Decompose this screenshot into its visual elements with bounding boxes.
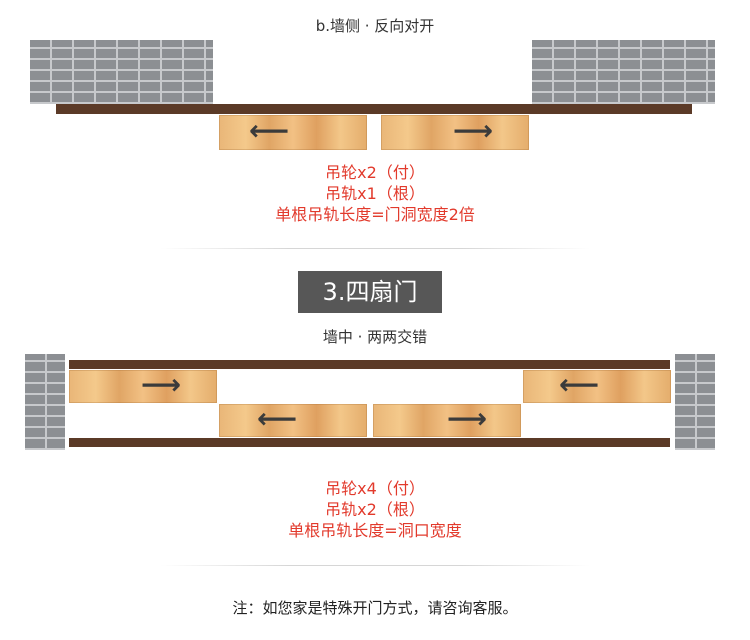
arrow-right-icon: ⟶ bbox=[141, 368, 182, 401]
right-wall bbox=[532, 40, 715, 104]
section-3-caption: 墙中 · 两两交错 bbox=[322, 328, 428, 346]
upper-rail bbox=[69, 360, 670, 369]
door-panel-inner-left: ⟵ bbox=[219, 404, 367, 437]
arrow-left-icon: ⟵ bbox=[249, 114, 290, 147]
door-panel-inner-right: ⟶ bbox=[373, 404, 521, 437]
door-panel-left: ⟵ bbox=[219, 115, 367, 150]
note-hanger-wheels: 吊轮x2（付） bbox=[325, 163, 425, 182]
arrow-left-icon: ⟵ bbox=[559, 368, 600, 401]
left-wall bbox=[30, 40, 213, 104]
door-panel-outer-right: ⟵ bbox=[523, 370, 671, 403]
note-rails: 吊轨x2（根） bbox=[325, 500, 425, 519]
arrow-right-icon: ⟶ bbox=[447, 402, 488, 435]
divider-bottom bbox=[160, 565, 590, 566]
section-b-notes: 吊轮x2（付） 吊轨x1（根） 单根吊轨长度=门洞宽度2倍 bbox=[0, 162, 750, 225]
top-rail bbox=[56, 104, 692, 114]
right-wall-post bbox=[675, 354, 715, 450]
left-wall-post bbox=[25, 354, 65, 450]
note-rail-length: 单根吊轨长度=洞口宽度 bbox=[288, 521, 462, 540]
note-rail-length: 单根吊轨长度=门洞宽度2倍 bbox=[275, 205, 475, 224]
divider-top bbox=[160, 248, 590, 249]
section-3-title: 3.四扇门 bbox=[298, 271, 442, 313]
section-b-caption: b.墙侧 · 反向对开 bbox=[315, 17, 435, 35]
door-panel-right: ⟶ bbox=[381, 115, 529, 150]
note-rails: 吊轨x1（根） bbox=[325, 184, 425, 203]
note-hanger-wheels: 吊轮x4（付） bbox=[325, 479, 425, 498]
arrow-right-icon: ⟶ bbox=[453, 114, 494, 147]
section-3-notes: 吊轮x4（付） 吊轨x2（根） 单根吊轨长度=洞口宽度 bbox=[0, 478, 750, 541]
lower-rail bbox=[69, 438, 670, 447]
arrow-left-icon: ⟵ bbox=[257, 402, 298, 435]
door-panel-outer-left: ⟶ bbox=[69, 370, 217, 403]
footer-note: 注：如您家是特殊开门方式，请咨询客服。 bbox=[232, 599, 518, 617]
